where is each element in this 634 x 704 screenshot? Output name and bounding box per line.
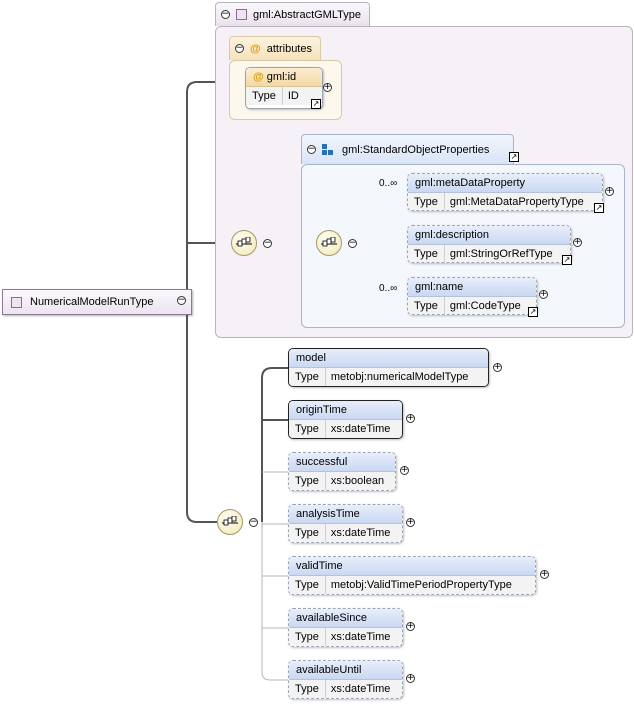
occurrence-label: 0..∞: [379, 178, 398, 189]
type-value: metobj:ValidTimePeriodPropertyType: [330, 579, 512, 591]
type-key: Type: [408, 245, 445, 262]
expand-icon[interactable]: +: [406, 413, 415, 423]
expand-icon[interactable]: +: [406, 673, 415, 683]
type-value: gml:CodeType: [449, 300, 521, 312]
element-name: availableUntil: [289, 661, 402, 680]
type-value: ID: [287, 90, 299, 102]
expand-icon[interactable]: +: [406, 517, 415, 527]
sequence-node: [231, 230, 257, 256]
group-label: gml:StandardObjectProperties: [342, 143, 490, 156]
element-metadataproperty[interactable]: gml:metaDataProperty Type gml:MetaDataPro…: [407, 173, 603, 211]
collapse-icon[interactable]: −: [348, 238, 357, 248]
attribute-icon: @: [250, 42, 261, 55]
expand-icon[interactable]: +: [540, 569, 549, 579]
sequence-node: [217, 509, 243, 535]
sequence-node: [316, 230, 342, 256]
type-key: Type: [289, 524, 326, 542]
attribute-gml-id[interactable]: @ gml:id Type ID: [245, 67, 323, 109]
expand-icon[interactable]: +: [573, 237, 582, 247]
element-origintime[interactable]: originTime Type xs:dateTime: [288, 400, 403, 439]
expand-icon[interactable]: +: [323, 82, 332, 92]
collapse-icon[interactable]: −: [177, 295, 186, 305]
element-name: originTime: [289, 401, 402, 420]
type-value: xs:dateTime: [330, 683, 391, 695]
expand-icon[interactable]: +: [539, 289, 548, 299]
element-name: analysisTime: [289, 505, 402, 524]
element-name: successful: [289, 453, 395, 472]
expand-icon[interactable]: +: [605, 186, 614, 196]
element-availableuntil[interactable]: availableUntil Type xs:dateTime: [288, 660, 403, 699]
type-key: Type: [408, 193, 445, 210]
attribute-name: gml:id: [266, 71, 297, 83]
root-element-label: NumericalModelRunType: [30, 296, 154, 308]
element-name: availableSince: [289, 609, 402, 628]
element-name: gml:name: [408, 278, 536, 297]
attribute-icon: @: [253, 71, 264, 83]
complex-type-icon: [236, 9, 247, 20]
sequence-icon: [236, 237, 252, 247]
expand-icon[interactable]: +: [406, 621, 415, 631]
element-validtime[interactable]: validTime Type metobj:ValidTimePeriodProp…: [288, 556, 536, 595]
occurrence-label: 0..∞: [379, 283, 398, 294]
expand-icon[interactable]: +: [400, 465, 409, 475]
element-model[interactable]: model Type metobj:numericalModelType: [288, 348, 489, 387]
attributes-label: attributes: [266, 42, 312, 55]
complex-type-icon: [11, 296, 22, 308]
element-analysistime[interactable]: analysisTime Type xs:dateTime: [288, 504, 403, 543]
collapse-icon[interactable]: −: [221, 9, 230, 19]
group-icon: [322, 143, 333, 155]
type-key: Type: [246, 87, 283, 105]
collapse-icon[interactable]: −: [307, 144, 316, 154]
collapse-icon[interactable]: −: [249, 517, 258, 527]
type-value: xs:boolean: [330, 475, 385, 487]
element-successful[interactable]: successful Type xs:boolean: [288, 452, 396, 491]
type-key: Type: [289, 472, 326, 490]
type-value: xs:dateTime: [330, 423, 391, 435]
expand-icon[interactable]: +: [493, 362, 502, 372]
collapse-icon[interactable]: −: [263, 238, 272, 248]
base-type-label: gml:AbstractGMLType: [253, 8, 361, 21]
attributes-tab[interactable]: − @ attributes: [229, 36, 321, 60]
type-key: Type: [289, 368, 326, 386]
type-link-icon[interactable]: ↗: [311, 99, 321, 109]
type-value: gml:StringOrRefType: [449, 248, 553, 260]
type-link-icon[interactable]: ↗: [594, 203, 604, 213]
group-tab[interactable]: − gml:StandardObjectProperties: [301, 134, 515, 164]
type-value: gml:MetaDataPropertyType: [449, 196, 584, 208]
type-key: Type: [289, 576, 326, 594]
type-value: metobj:numericalModelType: [330, 371, 469, 383]
element-name: gml:metaDataProperty: [408, 174, 602, 193]
sequence-icon: [321, 237, 337, 247]
element-name-property[interactable]: gml:name Type gml:CodeType: [407, 277, 537, 315]
type-link-icon[interactable]: ↗: [509, 152, 519, 162]
collapse-icon[interactable]: −: [235, 43, 244, 53]
type-link-icon[interactable]: ↗: [528, 307, 538, 317]
root-element[interactable]: NumericalModelRunType: [2, 289, 192, 315]
sequence-icon: [222, 516, 238, 526]
type-key: Type: [408, 297, 445, 314]
element-name: gml:description: [408, 226, 570, 245]
type-link-icon[interactable]: ↗: [562, 255, 572, 265]
element-name: validTime: [289, 557, 535, 576]
type-key: Type: [289, 628, 326, 646]
type-key: Type: [289, 680, 326, 698]
element-description[interactable]: gml:description Type gml:StringOrRefType: [407, 225, 571, 263]
type-value: xs:dateTime: [330, 527, 391, 539]
element-availablesince[interactable]: availableSince Type xs:dateTime: [288, 608, 403, 647]
element-name: model: [289, 349, 488, 368]
base-type-tab[interactable]: − gml:AbstractGMLType: [215, 2, 370, 26]
type-key: Type: [289, 420, 326, 438]
type-value: xs:dateTime: [330, 631, 391, 643]
